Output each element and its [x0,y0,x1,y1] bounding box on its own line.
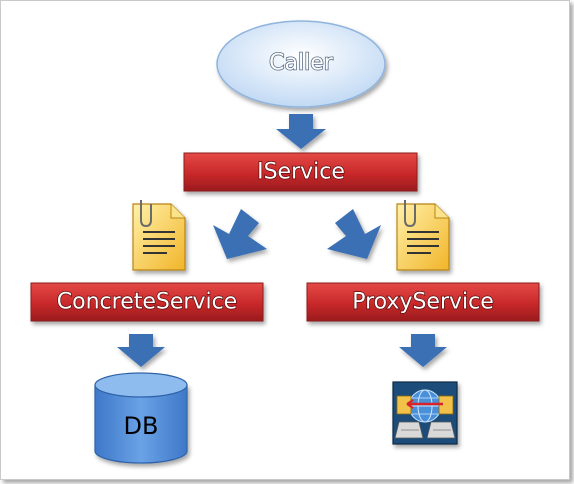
concrete-service-box: ConcreteService [30,282,264,322]
caller-node: Caller [216,20,386,108]
document-icon [396,200,450,271]
concrete-service-label: ConcreteService [57,290,237,315]
database-cylinder: DB [94,372,188,464]
arrow-iservice-to-concrete [213,209,267,259]
db-label: DB [124,412,159,440]
iservice-label: IService [257,160,345,185]
proxy-service-label: ProxyService [352,290,494,315]
proxy-service-box: ProxyService [306,282,540,322]
arrow-proxy-to-network [399,334,447,367]
arrow-concrete-to-db [117,334,165,367]
document-icon [132,200,186,271]
network-computers-icon [392,381,458,445]
arrow-iservice-to-proxy [327,209,381,259]
caller-label: Caller [269,51,334,76]
iservice-box: IService [183,152,418,192]
arrow-caller-to-iservice [276,114,326,149]
